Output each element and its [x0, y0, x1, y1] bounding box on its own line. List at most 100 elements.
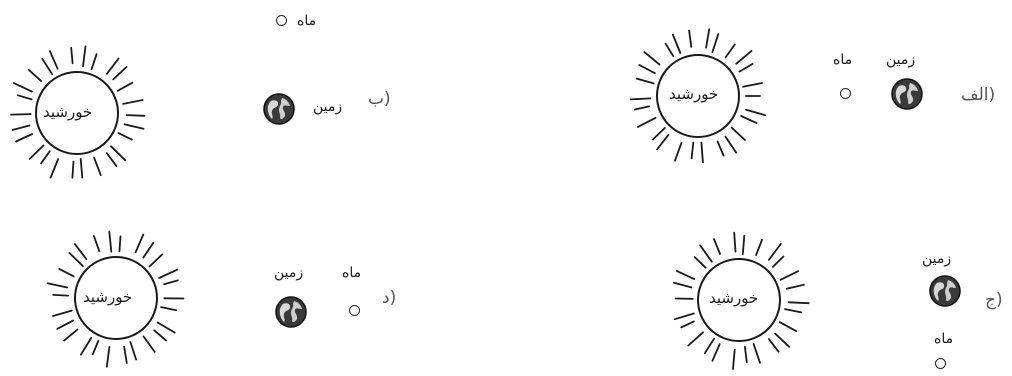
sun-ray	[94, 236, 99, 251]
sun-ray	[53, 311, 72, 316]
earth-label: زمین	[313, 100, 342, 114]
sun-ray	[653, 128, 665, 140]
sun-ray	[718, 142, 724, 156]
sun-ray	[136, 235, 144, 253]
sun-ray	[53, 295, 68, 296]
sun-ray	[739, 64, 752, 72]
sun-ray	[81, 159, 83, 178]
sun-ray	[644, 52, 659, 64]
sun-ray	[785, 309, 801, 312]
sun-ray	[780, 322, 796, 331]
sun-ray	[123, 100, 143, 104]
sun-ray	[93, 341, 99, 354]
moon-label: ماه	[934, 332, 953, 346]
sun-ray	[41, 151, 50, 163]
sun-ray	[144, 336, 155, 352]
sun-ray	[119, 133, 132, 140]
sun-ray	[113, 67, 126, 80]
sun-ray	[124, 347, 127, 364]
sun-ray	[159, 270, 177, 278]
sun-ray	[125, 124, 144, 129]
sun-ray	[158, 323, 175, 333]
sun-ray	[107, 347, 110, 367]
sun-ray	[16, 134, 32, 142]
sun-ray	[666, 44, 674, 57]
sun-ray	[789, 302, 809, 303]
sun-ray	[107, 59, 119, 74]
sun-ray	[714, 239, 720, 254]
sun-ray	[741, 116, 757, 123]
sun-ray	[51, 159, 59, 178]
sun-ray	[681, 321, 694, 327]
sun-ray	[746, 110, 765, 115]
sun-ray	[13, 126, 30, 130]
sun-ray	[756, 240, 762, 255]
sun-ray	[657, 135, 668, 150]
sun-ray	[688, 332, 703, 345]
moon-label: ماه	[342, 266, 361, 280]
sun-ray	[787, 285, 804, 289]
sun-ray	[164, 280, 178, 284]
sun-ray	[673, 35, 681, 53]
sun-ray	[71, 48, 72, 63]
sun-ray	[706, 29, 709, 47]
sun-ray	[11, 114, 31, 115]
sun-ray	[50, 51, 58, 69]
earth-icon	[262, 92, 296, 126]
sun-ray	[675, 314, 694, 320]
sun-ray	[119, 236, 120, 251]
sun-ray	[674, 283, 692, 288]
sun-ray	[692, 143, 694, 159]
sun-ray	[725, 137, 736, 153]
sun-ray	[118, 83, 133, 91]
sun-ray	[677, 271, 695, 279]
sun-ray	[75, 244, 86, 259]
sun-ray	[64, 330, 78, 341]
option-jim-label: ج)	[985, 292, 1003, 309]
moon-icon	[349, 305, 360, 316]
sun-label: خورشید	[43, 105, 92, 120]
sun-ray	[130, 342, 136, 360]
sun-label: خورشید	[669, 87, 718, 102]
sun-ray	[83, 46, 86, 66]
sun-ray	[705, 339, 714, 353]
moon-icon	[840, 88, 851, 99]
earth-label: زمین	[274, 266, 303, 280]
sun-ray	[781, 271, 799, 280]
sun-ray	[700, 245, 712, 261]
sun-ray	[675, 143, 681, 161]
earth-icon	[890, 77, 924, 111]
sun-ray	[734, 233, 735, 252]
sun-ray	[712, 34, 718, 52]
sun-ray	[109, 232, 111, 252]
sun-ray	[754, 344, 760, 363]
sun-ray	[161, 307, 176, 310]
sun-ray	[689, 31, 691, 47]
sun-ray	[743, 236, 745, 255]
sun-ray	[18, 95, 32, 99]
sun-ray	[14, 83, 32, 92]
sun-ray	[107, 153, 117, 166]
moon-icon	[935, 358, 946, 369]
moon-label: ماه	[297, 14, 316, 28]
earth-label: زمین	[922, 252, 951, 266]
earth-label: زمین	[886, 53, 915, 67]
sun-label: خورشید	[83, 290, 132, 305]
sun-ray	[773, 257, 784, 267]
option-be-label: ب)	[368, 91, 391, 108]
sun-ray	[127, 115, 145, 116]
sun-ray	[69, 253, 82, 266]
earth-icon	[274, 295, 308, 329]
sun-ray	[154, 330, 166, 340]
sun-ray	[72, 162, 73, 178]
sun-ray	[695, 257, 706, 268]
moon-icon	[276, 15, 287, 26]
sun-ray	[57, 321, 73, 329]
moon-label: ماه	[833, 53, 852, 67]
sun-ray	[150, 255, 163, 267]
sun-ray	[736, 51, 751, 64]
sun-ray	[81, 338, 91, 355]
sun-ray	[94, 158, 101, 176]
sun-ray	[635, 106, 649, 109]
sun-ray	[769, 339, 779, 352]
